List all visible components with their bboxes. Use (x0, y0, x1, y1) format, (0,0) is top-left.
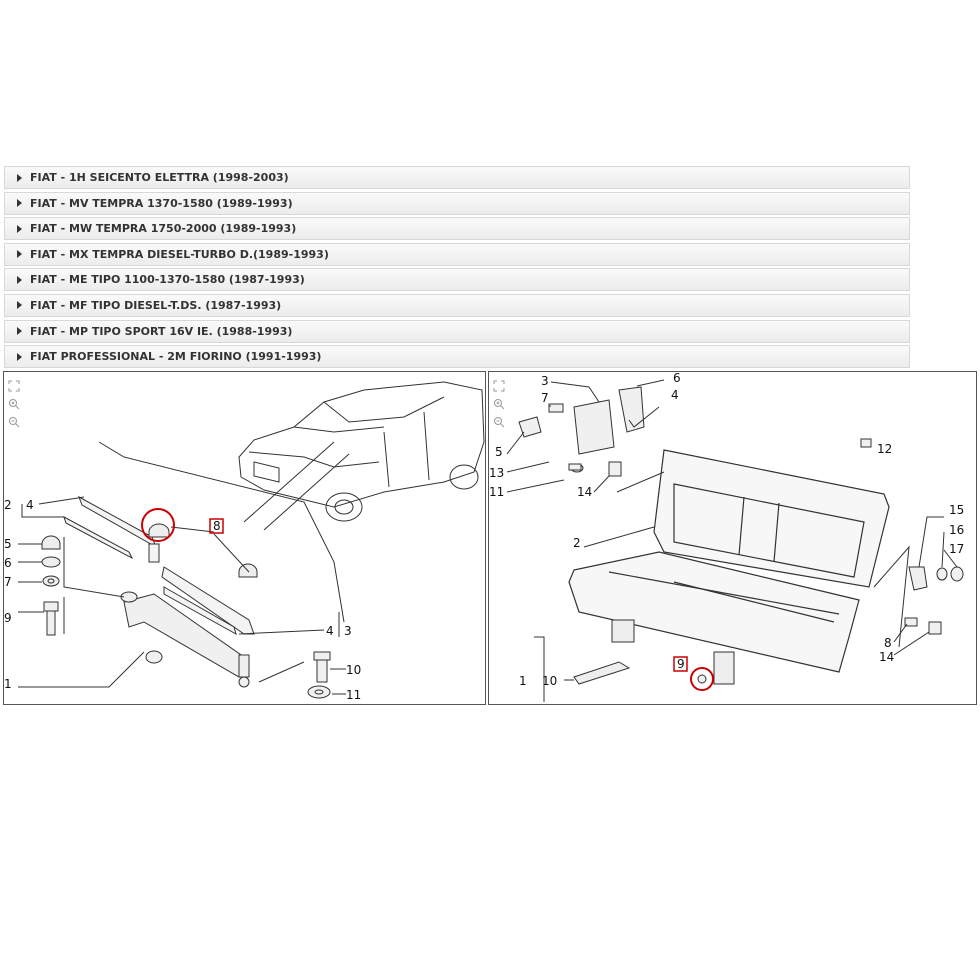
accordion-item-label: FIAT - ME TIPO 1100-1370-1580 (1987-1993… (30, 273, 305, 287)
zoom-in-icon[interactable] (8, 398, 20, 410)
callout-1[interactable]: 1 (4, 677, 12, 691)
callout-16[interactable]: 16 (949, 523, 964, 537)
caret-right-icon (17, 250, 22, 259)
callout-12[interactable]: 12 (877, 442, 892, 456)
callout-14b[interactable]: 14 (879, 650, 894, 664)
accordion-item-label: FIAT - MF TIPO DIESEL-T.DS. (1987-1993) (30, 298, 282, 312)
caret-right-icon (17, 224, 22, 233)
highlight-circle (141, 508, 175, 542)
callout-1[interactable]: 1 (519, 674, 527, 688)
callout-7[interactable]: 7 (541, 391, 549, 405)
rear-seat-exploded-diagram: 9 3 6 7 4 5 12 1 (489, 372, 964, 702)
callout-11[interactable]: 11 (489, 485, 504, 499)
callout-5[interactable]: 5 (495, 445, 503, 459)
callout-10[interactable]: 10 (542, 674, 557, 688)
vehicle-model-accordion: FIAT - 1H SEICENTO ELETTRA (1998-2003) F… (4, 166, 910, 371)
callout-3[interactable]: 3 (344, 624, 352, 638)
accordion-item-label: FIAT - MX TEMPRA DIESEL-TURBO D.(1989-19… (30, 247, 329, 261)
callout-6[interactable]: 6 (4, 556, 12, 570)
wiper-diagram-panel[interactable]: 8 2 4 5 6 7 9 1 4 3 10 11 (3, 371, 486, 705)
zoom-toolbar (493, 380, 505, 428)
fit-icon[interactable] (493, 380, 505, 392)
callout-13[interactable]: 13 (489, 466, 504, 480)
callout-15[interactable]: 15 (949, 503, 964, 517)
highlight-circle (690, 667, 714, 691)
callout-10[interactable]: 10 (346, 663, 361, 677)
callout-3[interactable]: 3 (541, 374, 549, 388)
callout-8[interactable]: 8 (884, 636, 892, 650)
callout-9[interactable]: 9 (677, 657, 685, 671)
accordion-item-mx-tempra-diesel[interactable]: FIAT - MX TEMPRA DIESEL-TURBO D.(1989-19… (4, 242, 910, 266)
accordion-item-label: FIAT - MV TEMPRA 1370-1580 (1989-1993) (30, 196, 293, 210)
callout-6[interactable]: 6 (673, 372, 681, 385)
accordion-item-2m-fiorino[interactable]: FIAT PROFESSIONAL - 2M FIORINO (1991-199… (4, 345, 910, 369)
accordion-item-1h-seicento[interactable]: FIAT - 1H SEICENTO ELETTRA (1998-2003) (4, 166, 910, 189)
fit-icon[interactable] (8, 380, 20, 392)
highlight-box (673, 656, 688, 672)
callout-4b[interactable]: 4 (326, 624, 334, 638)
callout-7[interactable]: 7 (4, 575, 12, 589)
callout-2[interactable]: 2 (4, 498, 12, 512)
callout-4[interactable]: 4 (671, 388, 679, 402)
caret-right-icon (17, 173, 22, 182)
accordion-item-label: FIAT - MW TEMPRA 1750-2000 (1989-1993) (30, 222, 297, 236)
zoom-toolbar (8, 380, 20, 428)
accordion-item-mv-tempra[interactable]: FIAT - MV TEMPRA 1370-1580 (1989-1993) (4, 191, 910, 215)
seat-diagram-panel[interactable]: 9 3 6 7 4 5 12 1 (488, 371, 977, 705)
accordion-item-mf-tipo-diesel[interactable]: FIAT - MF TIPO DIESEL-T.DS. (1987-1993) (4, 293, 910, 317)
caret-right-icon (17, 327, 22, 336)
zoom-out-icon[interactable] (8, 416, 20, 428)
zoom-in-icon[interactable] (493, 398, 505, 410)
accordion-item-me-tipo[interactable]: FIAT - ME TIPO 1100-1370-1580 (1987-1993… (4, 268, 910, 292)
caret-right-icon (17, 199, 22, 208)
caret-right-icon (17, 352, 22, 361)
callout-17[interactable]: 17 (949, 542, 964, 556)
callout-5[interactable]: 5 (4, 537, 12, 551)
caret-right-icon (17, 301, 22, 310)
callout-14[interactable]: 14 (577, 485, 592, 499)
callout-9[interactable]: 9 (4, 611, 12, 625)
zoom-out-icon[interactable] (493, 416, 505, 428)
accordion-item-label: FIAT PROFESSIONAL - 2M FIORINO (1991-199… (30, 350, 322, 364)
callout-11[interactable]: 11 (346, 688, 361, 702)
callout-2[interactable]: 2 (573, 536, 581, 550)
callout-4[interactable]: 4 (26, 498, 34, 512)
accordion-item-mw-tempra[interactable]: FIAT - MW TEMPRA 1750-2000 (1989-1993) (4, 217, 910, 241)
accordion-item-label: FIAT - MP TIPO SPORT 16V IE. (1988-1993) (30, 324, 293, 338)
caret-right-icon (17, 275, 22, 284)
highlight-box (209, 518, 224, 534)
accordion-item-label: FIAT - 1H SEICENTO ELETTRA (1998-2003) (30, 171, 289, 184)
accordion-item-mp-tipo-sport[interactable]: FIAT - MP TIPO SPORT 16V IE. (1988-1993) (4, 319, 910, 343)
callout-8[interactable]: 8 (213, 519, 221, 533)
wiper-exploded-diagram: 8 2 4 5 6 7 9 1 4 3 10 11 (4, 381, 485, 702)
